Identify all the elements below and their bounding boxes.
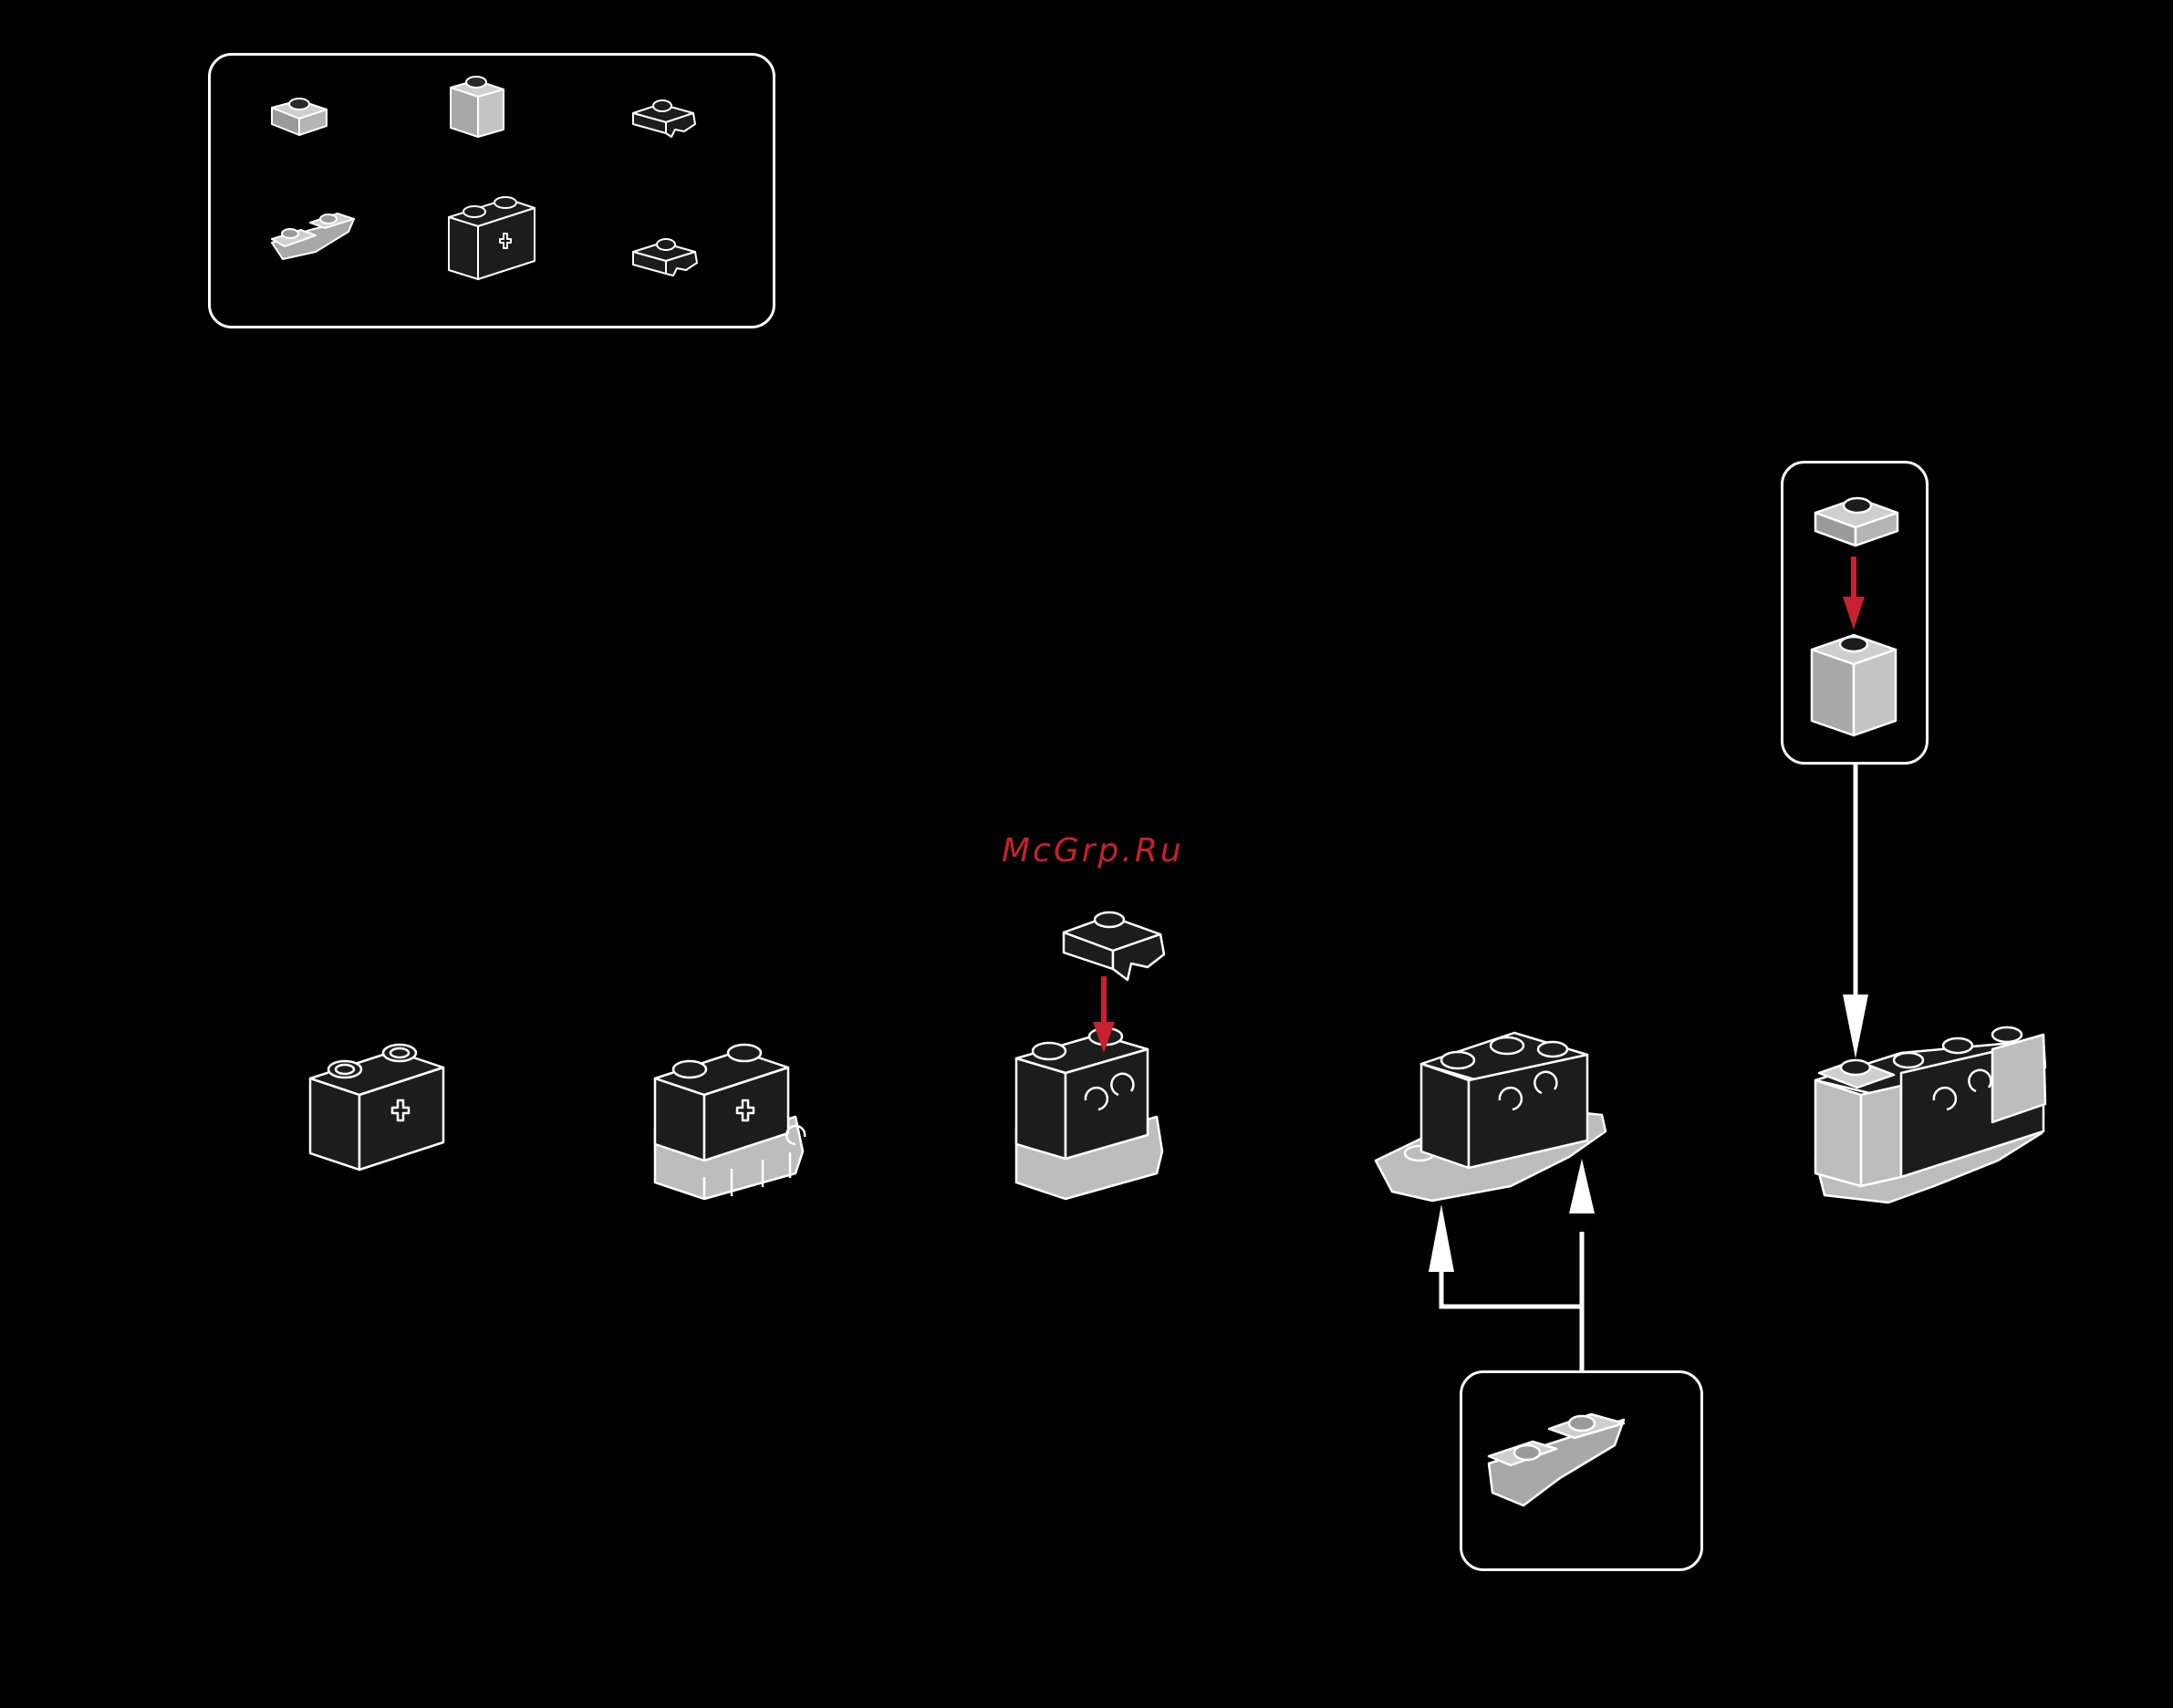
sub-assembly-brick-icon [1812, 635, 1896, 735]
arrow-head-left [1429, 1204, 1454, 1272]
part-plate-clip-icon [633, 100, 695, 137]
part-inverted-slope-icon [272, 214, 354, 259]
part-technic-brick-icon [449, 197, 535, 279]
step-3-assembly [1016, 912, 1164, 1199]
part-brick-1x1-icon [451, 77, 504, 137]
part-plate-1x1-icon [272, 99, 327, 135]
step-4-assembly [1376, 1033, 1606, 1201]
step-1-technic-brick [310, 1045, 443, 1170]
sub-assembly-red-arrow [1843, 557, 1865, 630]
part-plate-clip-icon-2 [633, 239, 697, 276]
step-4-callout-arrows [1441, 1232, 1582, 1370]
step-5-assembly [1815, 1027, 2045, 1203]
sub-assembly-plate-icon [1815, 498, 1897, 546]
sub-assembly-arrow-head [1843, 995, 1868, 1058]
step-2-assembly [655, 1045, 805, 1199]
callout-inverted-slope-icon [1489, 1414, 1624, 1505]
arrow-head-right [1569, 1159, 1595, 1213]
